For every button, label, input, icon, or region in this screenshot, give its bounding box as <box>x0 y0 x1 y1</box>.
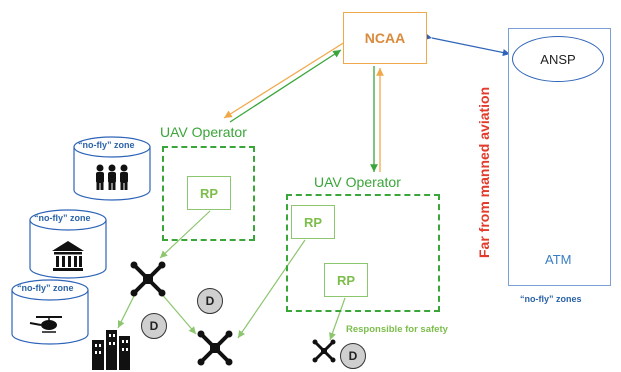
drone-marker: D <box>340 343 366 369</box>
responsible-for-safety-label: Responsible for safety <box>346 324 448 335</box>
uav-operator-label-2: UAV Operator <box>314 174 401 190</box>
rp-box-3: RP <box>324 263 368 297</box>
ncaa-to-operator1-arrow <box>223 41 346 119</box>
drone-marker: D <box>197 288 223 314</box>
drone-marker: D <box>141 313 167 339</box>
drone-drone-link <box>159 291 197 335</box>
rp2-drone-link <box>237 239 306 339</box>
drone-icon <box>197 330 233 366</box>
nofly-zone-label-2: “no-fly” zone <box>34 213 91 223</box>
rp3-drone-link <box>329 297 346 341</box>
drone-marker-label: D <box>149 319 159 333</box>
uav-operator-box-2 <box>286 194 440 312</box>
operator1-to-ncaa-arrow <box>229 49 342 123</box>
rp-label: RP <box>199 185 219 201</box>
drone-icon <box>312 339 336 363</box>
rp-box-1: RP <box>187 176 231 210</box>
rp1-drone-link <box>159 210 211 259</box>
rp-box-2: RP <box>291 205 335 239</box>
helicopter-icon <box>29 316 62 333</box>
ncaa-label: NCAA <box>364 30 406 46</box>
far-from-manned-aviation-label: Far from manned aviation <box>476 86 492 258</box>
nofly-zone-label-3: “no-fly” zone <box>17 283 74 293</box>
building-icon <box>52 241 84 271</box>
rp-label: RP <box>303 214 323 230</box>
drone-icon <box>130 261 166 297</box>
people-icon <box>96 164 128 190</box>
drone-marker-label: D <box>205 294 215 308</box>
nofly-zone-label-1: “no-fly” zone <box>78 140 135 150</box>
atm-label: ATM <box>545 252 572 267</box>
uav-operator-label-1: UAV Operator <box>160 124 247 140</box>
rp-label: RP <box>336 272 356 288</box>
ncaa-box: NCAA <box>343 12 427 64</box>
ansp-oval: ANSP <box>512 36 604 82</box>
ncaa-ansp-arrow <box>424 33 511 57</box>
uav-operator-box-1 <box>162 146 255 241</box>
ansp-label: ANSP <box>540 51 576 67</box>
nofly-zones-label: “no-fly” zones <box>520 294 582 304</box>
drone-marker-label: D <box>348 349 358 363</box>
city-icon <box>92 330 130 370</box>
